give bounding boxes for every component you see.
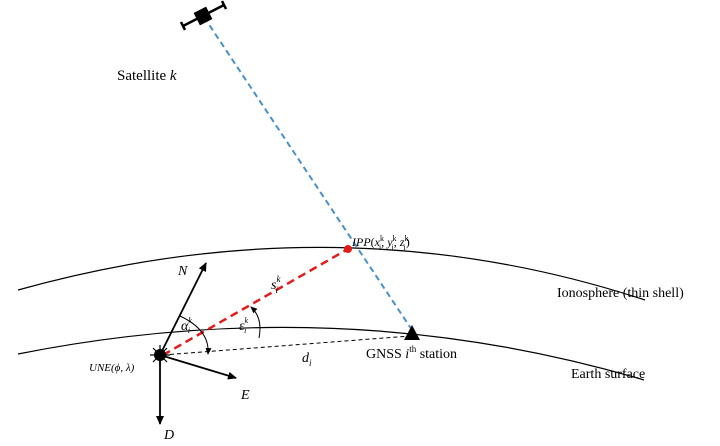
ionosphere-shell-curve — [17, 246, 646, 301]
east-axis-label: E — [240, 388, 250, 403]
azimuth-angle-arc — [179, 315, 212, 355]
satellite-label: Satellite k — [117, 68, 177, 84]
slant-path-line — [162, 247, 349, 357]
earth-surface-curve — [17, 326, 645, 381]
elevation-angle-arc — [250, 306, 261, 339]
station-triangle-icon — [404, 325, 420, 340]
ionosphere-label: Ionosphere (thin shell) — [557, 286, 684, 301]
une-label: UNE(ϕ, λ) — [89, 362, 135, 374]
north-axis-label: N — [177, 264, 188, 279]
ipp-point — [344, 245, 352, 253]
east-axis-arrow — [159, 354, 237, 380]
distance-line — [162, 335, 411, 356]
satellite-icon — [179, 0, 228, 31]
station-label: GNSS ith station — [366, 344, 457, 362]
receiver-point-icon — [150, 345, 170, 365]
earth-surface-label: Earth surface — [571, 367, 645, 382]
satellite-signal-line — [203, 16, 413, 331]
distance-label: di — [302, 351, 312, 368]
down-axis-label: D — [163, 428, 174, 443]
north-axis-arrow — [159, 262, 207, 356]
